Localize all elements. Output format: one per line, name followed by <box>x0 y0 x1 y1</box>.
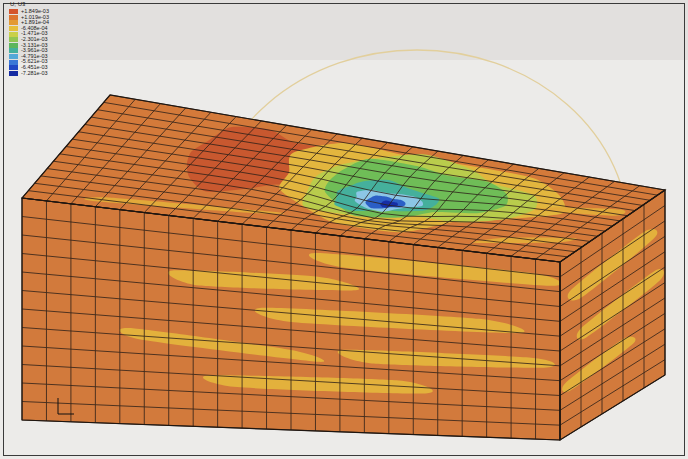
legend-swatch <box>9 15 18 20</box>
legend-swatch <box>9 9 18 14</box>
front-mesh <box>22 198 560 440</box>
legend-title: U, U3 <box>10 1 25 8</box>
legend-swatch <box>9 26 18 31</box>
side-streak <box>577 269 664 340</box>
axis-triad <box>58 398 74 414</box>
legend-swatch <box>9 43 18 48</box>
legend-swatch <box>9 37 18 42</box>
right-mesh <box>560 190 665 440</box>
top-outline <box>22 95 665 262</box>
front-face <box>22 198 560 440</box>
contour-yellow <box>279 143 566 232</box>
legend-swatch <box>9 65 18 70</box>
front-outline <box>22 198 560 440</box>
legend-swatch <box>9 20 18 25</box>
legend-swatch <box>9 32 18 37</box>
legend-swatch <box>9 60 18 65</box>
legend-swatch <box>9 48 18 53</box>
streak <box>472 238 576 244</box>
front-streak <box>255 308 525 333</box>
right-outline <box>560 190 665 440</box>
contour-legend: +1.849e-03+1.019e-03+1.891e-04-6.408e-04… <box>9 9 49 76</box>
legend-row: -7.281e-03 <box>9 71 49 77</box>
legend-value: -7.281e-03 <box>21 71 48 77</box>
side-streak <box>562 337 635 393</box>
scan-shade <box>0 0 688 60</box>
front-streak <box>168 270 359 290</box>
legend-swatch <box>9 71 18 76</box>
top-mesh <box>22 95 665 262</box>
legend-swatch <box>9 54 18 59</box>
front-streak <box>119 328 324 362</box>
figure-frame <box>4 4 685 456</box>
right-face <box>560 190 665 440</box>
front-streak <box>203 375 433 393</box>
